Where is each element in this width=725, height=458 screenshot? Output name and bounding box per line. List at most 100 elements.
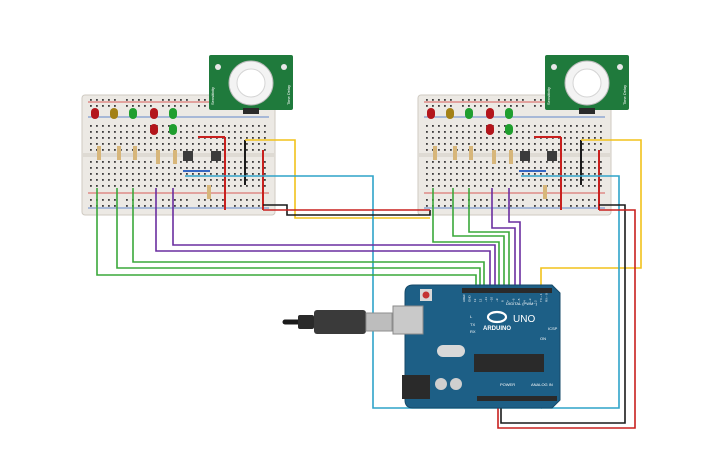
breadboard-hole bbox=[252, 137, 254, 139]
breadboard-hole bbox=[426, 137, 428, 139]
digital-pin-label: AREF bbox=[462, 294, 466, 302]
breadboard-hole bbox=[252, 131, 254, 133]
breadboard-hole bbox=[114, 137, 116, 139]
breadboard-hole bbox=[144, 167, 146, 169]
breadboard-hole bbox=[198, 125, 200, 127]
breadboard-hole bbox=[540, 125, 542, 127]
breadboard-hole bbox=[108, 167, 110, 169]
breadboard-hole bbox=[438, 179, 440, 181]
breadboard-hole bbox=[102, 185, 104, 187]
arduino-uno-board[interactable]: ARDUINO UNO DIGITAL (PWM~) POWER ANALOG … bbox=[392, 284, 561, 409]
leds-right[interactable] bbox=[427, 108, 513, 135]
breadboard-hole bbox=[516, 205, 518, 207]
breadboard-hole bbox=[450, 149, 452, 151]
breadboard-hole bbox=[450, 161, 452, 163]
breadboard-hole bbox=[438, 105, 440, 107]
pir-sensor-right[interactable]: Sensitivity Time Delay bbox=[545, 55, 629, 114]
usb-port[interactable] bbox=[392, 305, 424, 335]
breadboard-hole bbox=[114, 179, 116, 181]
breadboard-hole bbox=[450, 179, 452, 181]
breadboard-hole bbox=[564, 179, 566, 181]
breadboard-hole bbox=[480, 125, 482, 127]
breadboard-right[interactable] bbox=[417, 94, 612, 216]
breadboard-hole bbox=[474, 137, 476, 139]
usb-plug-icon[interactable] bbox=[282, 310, 393, 334]
pir-sensor-left[interactable]: Sensitivity Time Delay bbox=[209, 55, 293, 114]
arduino-logo-text: ARDUINO bbox=[483, 326, 511, 332]
breadboard-hole bbox=[432, 131, 434, 133]
resistors-left[interactable] bbox=[97, 146, 211, 199]
pir-label-side-a: Sensitivity bbox=[546, 87, 551, 105]
breadboard-hole bbox=[252, 125, 254, 127]
breadboard-hole bbox=[456, 173, 458, 175]
breadboard-hole bbox=[96, 137, 98, 139]
breadboard-hole bbox=[168, 185, 170, 187]
breadboard-hole bbox=[474, 205, 476, 207]
breadboard-hole bbox=[444, 143, 446, 145]
breadboard-hole bbox=[444, 137, 446, 139]
leds-left[interactable] bbox=[91, 108, 177, 135]
breadboard-hole bbox=[450, 205, 452, 207]
breadboard-hole bbox=[90, 205, 92, 207]
breadboard-hole bbox=[534, 185, 536, 187]
time-delay-pot-icon bbox=[617, 64, 623, 70]
power-jack[interactable] bbox=[402, 375, 430, 399]
resistor bbox=[133, 146, 137, 160]
breadboard-hole bbox=[588, 205, 590, 207]
breadboard-hole bbox=[132, 137, 134, 139]
breadboard-hole bbox=[438, 205, 440, 207]
breadboard-hole bbox=[228, 125, 230, 127]
led-green bbox=[169, 108, 177, 119]
breadboard-hole bbox=[264, 149, 266, 151]
breadboard-hole bbox=[564, 143, 566, 145]
breadboard-hole bbox=[240, 125, 242, 127]
digital-pin-label: 8 bbox=[501, 300, 505, 302]
breadboard-hole bbox=[252, 205, 254, 207]
breadboard-hole bbox=[600, 131, 602, 133]
breadboard-hole bbox=[114, 173, 116, 175]
sensitivity-pot-icon bbox=[551, 64, 557, 70]
breadboard-hole bbox=[234, 179, 236, 181]
breadboard-hole bbox=[468, 173, 470, 175]
breadboard-hole bbox=[540, 179, 542, 181]
breadboard-hole bbox=[138, 125, 140, 127]
breadboard-hole bbox=[132, 149, 134, 151]
breadboard-hole bbox=[138, 131, 140, 133]
breadboard-hole bbox=[564, 137, 566, 139]
breadboard-hole bbox=[96, 179, 98, 181]
breadboard-hole bbox=[132, 131, 134, 133]
breadboard-hole bbox=[240, 131, 242, 133]
breadboard-hole bbox=[246, 137, 248, 139]
breadboard-hole bbox=[150, 143, 152, 145]
breadboard-hole bbox=[522, 149, 524, 151]
buttons-left[interactable] bbox=[183, 151, 221, 161]
resistors-right[interactable] bbox=[433, 146, 547, 199]
breadboard-hole bbox=[540, 167, 542, 169]
breadboard-hole bbox=[462, 173, 464, 175]
breadboard-hole bbox=[498, 161, 500, 163]
breadboard-hole bbox=[522, 125, 524, 127]
breadboard-hole bbox=[144, 131, 146, 133]
breadboard-hole bbox=[594, 173, 596, 175]
breadboard-hole bbox=[252, 173, 254, 175]
breadboard-hole bbox=[186, 173, 188, 175]
breadboard-hole bbox=[510, 105, 512, 107]
breadboard-hole bbox=[558, 161, 560, 163]
buttons-right[interactable] bbox=[520, 151, 557, 161]
breadboard-hole bbox=[450, 199, 452, 201]
breadboard-hole bbox=[126, 131, 128, 133]
breadboard-hole bbox=[90, 173, 92, 175]
breadboard-hole bbox=[210, 143, 212, 145]
breadboard-hole bbox=[438, 185, 440, 187]
breadboard-hole bbox=[504, 179, 506, 181]
breadboard-hole bbox=[474, 125, 476, 127]
breadboard-hole bbox=[474, 173, 476, 175]
breadboard-hole bbox=[510, 167, 512, 169]
breadboard-hole bbox=[450, 143, 452, 145]
breadboard-hole bbox=[516, 161, 518, 163]
breadboard-hole bbox=[450, 173, 452, 175]
breadboard-hole bbox=[162, 205, 164, 207]
breadboard-hole bbox=[216, 185, 218, 187]
breadboard-hole bbox=[180, 131, 182, 133]
breadboard-hole bbox=[438, 149, 440, 151]
